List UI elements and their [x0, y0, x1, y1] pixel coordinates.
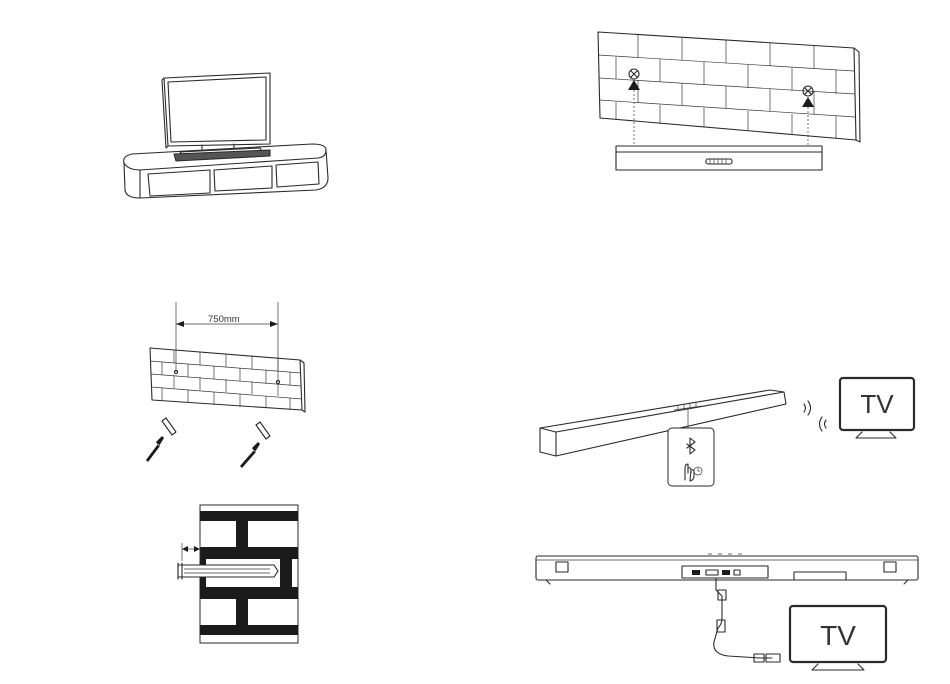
- tv-screen: [164, 73, 270, 146]
- figure-anchor-detail: [170, 503, 300, 645]
- soundbar-perspective: [540, 390, 786, 456]
- inserted-anchor: [178, 565, 278, 577]
- anchor-detail-illustration: [170, 503, 300, 645]
- drill-spacing-illustration: 750mm: [136, 300, 316, 468]
- soundbar-front: [616, 146, 822, 170]
- tv-label-bluetooth: TV: [860, 389, 894, 419]
- figure-bluetooth-pairing: TV: [534, 376, 920, 490]
- soundbar-rear: [536, 556, 918, 580]
- bluetooth-button-callout: [668, 428, 714, 486]
- screw-right: [240, 442, 260, 468]
- figure-wall-mount: [592, 28, 860, 178]
- tv-stand-illustration: [112, 66, 342, 206]
- tv-label-wired: TV: [820, 620, 856, 651]
- figure-tv-on-stand: [112, 66, 342, 206]
- wired-connection-illustration: TV: [532, 550, 922, 674]
- dimension-label: 750mm: [208, 314, 240, 325]
- figure-drill-spacing: 750mm: [136, 300, 316, 468]
- wall-anchor-left: [162, 418, 176, 435]
- wall-anchor-right: [256, 422, 270, 439]
- up-arrow-right: [802, 97, 814, 107]
- figure-wired-connection: TV: [532, 550, 922, 674]
- wireless-signal-icon: [804, 401, 826, 431]
- wall-mount-illustration: [592, 28, 860, 178]
- bluetooth-pairing-illustration: TV: [534, 376, 920, 490]
- screw-left: [146, 436, 164, 462]
